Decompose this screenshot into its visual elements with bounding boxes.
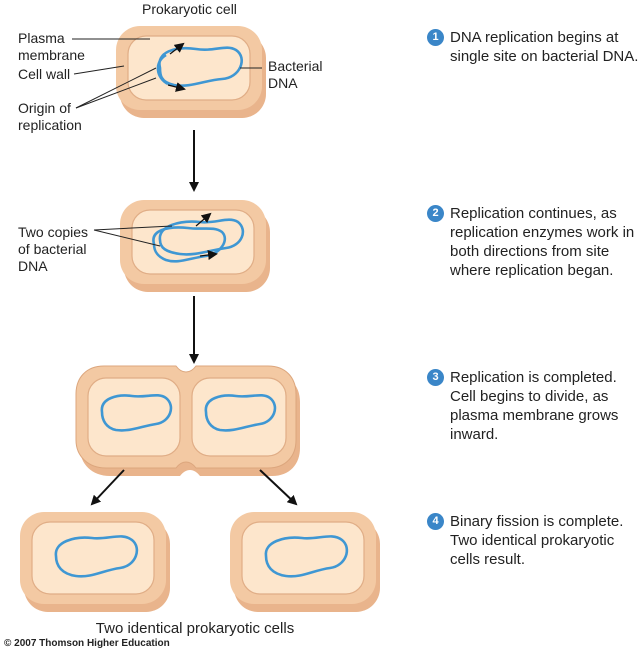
step-3-badge: 3 bbox=[427, 369, 444, 386]
plasma-membrane-label: Plasma membrane bbox=[18, 30, 85, 63]
step-4-badge: 4 bbox=[427, 513, 444, 530]
cell-stage-4-left bbox=[20, 512, 170, 612]
arrow-stage-3-to-4-right bbox=[259, 469, 298, 506]
bacterial-dna-loop bbox=[158, 46, 243, 87]
step-4-text: Binary fission is complete. Two identica… bbox=[450, 513, 624, 568]
step-3-text: Replication is completed. Cell begins to… bbox=[450, 369, 619, 443]
diagram-title: Prokaryotic cell bbox=[142, 1, 237, 17]
copyright-text: © 2007 Thomson Higher Education bbox=[4, 638, 170, 649]
origin-of-replication-label: Origin of replication bbox=[18, 100, 82, 133]
leader-lines bbox=[72, 38, 262, 247]
bottom-caption: Two identical prokaryotic cells bbox=[95, 620, 295, 637]
arrow-stage-3-to-4-left bbox=[90, 469, 125, 506]
bacterial-dna-label: Bacterial DNA bbox=[268, 58, 323, 91]
step-2-text: Replication continues, as replication en… bbox=[450, 205, 635, 279]
step-2-badge: 2 bbox=[427, 205, 444, 222]
two-copies-label: Two copies of bacterial DNA bbox=[18, 224, 89, 274]
cell-stage-2 bbox=[120, 200, 270, 292]
cell-stage-1 bbox=[116, 26, 266, 118]
step-1-text: DNA replication begins at single site on… bbox=[450, 29, 639, 65]
cell-stage-3 bbox=[75, 365, 300, 476]
step-1-badge: 1 bbox=[427, 29, 444, 46]
cell-stage-4-right bbox=[230, 512, 380, 612]
cell-wall-label: Cell wall bbox=[18, 66, 71, 82]
